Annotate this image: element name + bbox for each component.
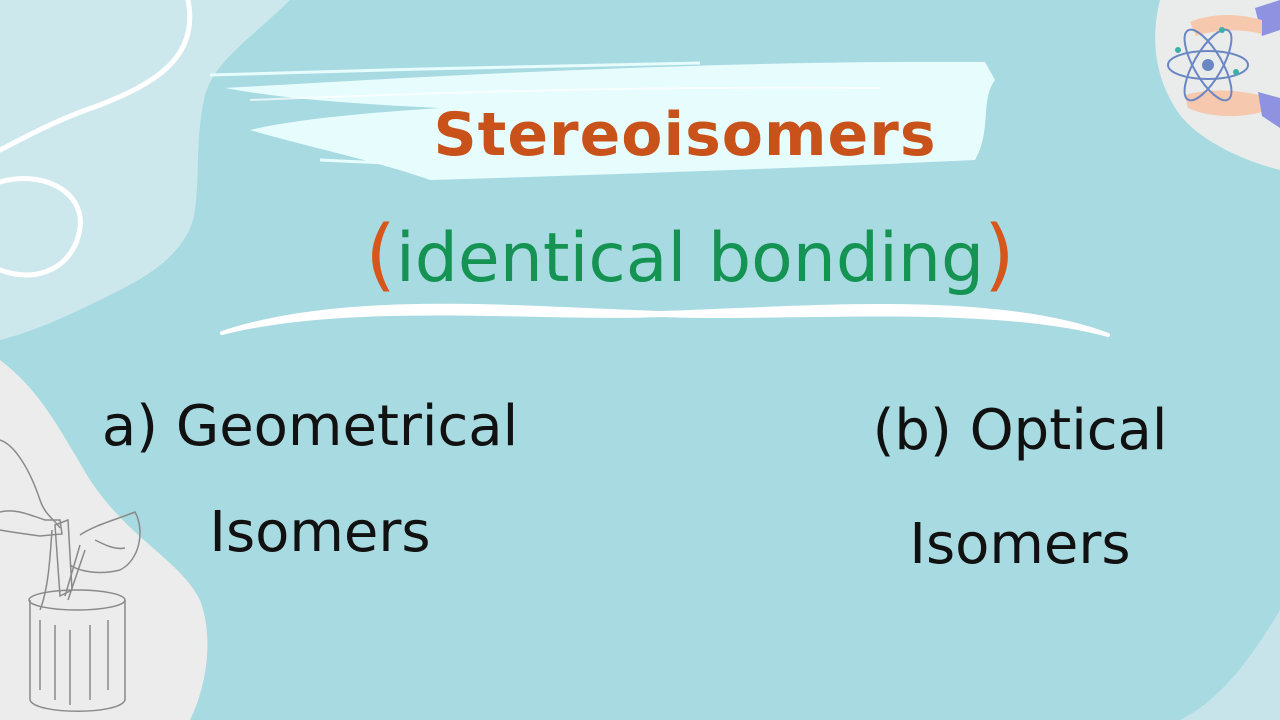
option-b-label: (b) Optical <box>872 398 1168 463</box>
subtitle-text: identical bonding <box>395 219 985 298</box>
decorative-blob-top-right <box>1155 0 1280 170</box>
option-b-label-line2: Isomers <box>909 512 1131 577</box>
decorative-blob-bottom-left <box>0 360 208 720</box>
open-parenthesis: ( <box>365 210 396 300</box>
option-a-label: a) Geometrical <box>101 394 519 459</box>
slide-subtitle: (identical bonding) <box>300 210 1080 300</box>
close-parenthesis: ) <box>984 210 1015 300</box>
beaker-sketch-icon <box>0 439 141 712</box>
decorative-swirl <box>0 0 193 153</box>
decorative-blob-top-left <box>0 0 290 340</box>
option-a-label-line2: Isomers <box>209 500 431 565</box>
atom-icon <box>1167 0 1280 128</box>
curly-brace-divider <box>220 303 1110 337</box>
decorative-blob-bottom-right <box>1180 610 1280 720</box>
brush-stroke-highlight <box>209 61 995 181</box>
decorative-loop <box>0 176 83 278</box>
slide-title: Stereoisomers <box>433 100 937 170</box>
